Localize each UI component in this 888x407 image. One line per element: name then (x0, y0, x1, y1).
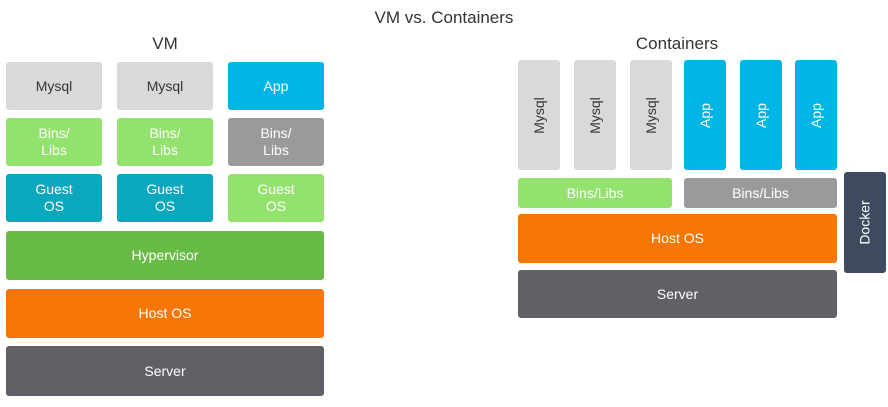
container-mysql-block-3: Mysql (630, 60, 672, 170)
container-mysql-block-2: Mysql (574, 60, 616, 170)
vm-heading: VM (152, 34, 178, 53)
vm-host-os-label: Host OS (138, 305, 192, 321)
container-libs-label-1: Bins/Libs (566, 184, 624, 201)
vm-server-block: Server (6, 346, 324, 396)
container-host-os-label: Host OS (651, 230, 704, 246)
docker-block: Docker (844, 172, 886, 273)
container-app-label-2: App (752, 102, 769, 128)
container-app-block-3: App (795, 60, 837, 170)
vm-guest-os-block-2: Guest OS (117, 174, 213, 222)
container-app-block-1: App (684, 60, 726, 170)
vm-hypervisor-block: Hypervisor (6, 231, 324, 280)
container-server-label: Server (656, 285, 699, 302)
container-server-block: Server (518, 270, 837, 318)
vm-libs-label-1: Bins/ Libs (38, 125, 70, 158)
vm-guest-os-block-1: Guest OS (6, 174, 102, 222)
vm-libs-block-3: Bins/ Libs (228, 118, 324, 166)
container-app-block-2: App (740, 60, 782, 170)
containers-heading: Containers (635, 34, 719, 53)
vm-libs-block-1: Bins/ Libs (6, 118, 102, 166)
vm-mysql-block-1: Mysql (6, 62, 102, 110)
vm-guest-os-label-2: Guest OS (146, 181, 184, 214)
vm-guest-os-label-1: Guest OS (35, 181, 73, 214)
container-libs-label-2: Bins/Libs (732, 184, 789, 201)
container-mysql-label-1: Mysql (530, 96, 547, 134)
vm-host-os-block: Host OS (6, 289, 324, 338)
vm-guest-os-label-3: Guest OS (257, 181, 295, 214)
vm-app-block: App (228, 62, 324, 110)
container-mysql-label-2: Mysql (586, 96, 603, 134)
container-app-label-1: App (696, 102, 713, 128)
vm-mysql-label-2: Mysql (146, 77, 184, 94)
vm-app-label: App (263, 77, 289, 94)
vm-libs-label-2: Bins/ Libs (149, 125, 181, 158)
vm-mysql-label-1: Mysql (35, 77, 73, 94)
vm-server-label: Server (144, 362, 186, 379)
vm-hypervisor-label: Hypervisor (131, 247, 199, 263)
vm-guest-os-block-3: Guest OS (228, 174, 324, 222)
diagram-title: VM vs. Containers (374, 8, 514, 27)
container-app-label-3: App (807, 102, 824, 128)
container-libs-block-1: Bins/Libs (518, 178, 672, 208)
docker-label: Docker (856, 200, 873, 245)
container-libs-block-2: Bins/Libs (684, 178, 837, 208)
vm-libs-block-2: Bins/ Libs (117, 118, 213, 166)
vm-mysql-block-2: Mysql (117, 62, 213, 110)
container-mysql-label-3: Mysql (642, 96, 659, 134)
container-mysql-block-1: Mysql (518, 60, 560, 170)
container-host-os-block: Host OS (518, 214, 837, 263)
vm-libs-label-3: Bins/ Libs (260, 125, 292, 158)
